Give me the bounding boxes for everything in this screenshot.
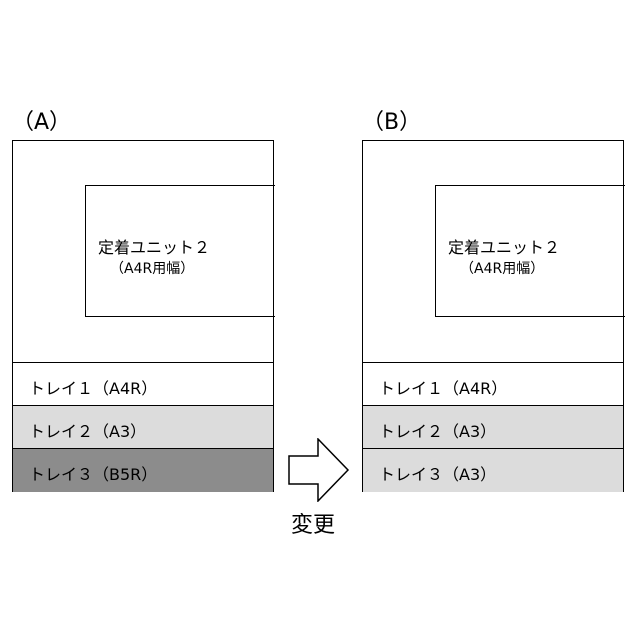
tray-b-3: トレイ３（A3） [363, 449, 623, 492]
tray-b-3-label: トレイ３（A3） [379, 461, 496, 485]
fuser-b-title: 定着ユニット２ [448, 234, 560, 258]
tray-b-1: トレイ１（A4R） [363, 363, 623, 406]
change-label: 変更 [291, 507, 335, 539]
printer-b-body: 定着ユニット２ （A4R用幅） [363, 141, 623, 363]
tray-a-2: トレイ２（A3） [13, 406, 273, 449]
fuser-a-width-note: （A4R用幅） [110, 258, 194, 278]
tray-b-2: トレイ２（A3） [363, 406, 623, 449]
tray-b-2-label: トレイ２（A3） [379, 418, 496, 442]
printer-a: 定着ユニット２ （A4R用幅） トレイ１（A4R） トレイ２（A3） トレイ３（… [12, 140, 274, 492]
tray-a-1: トレイ１（A4R） [13, 363, 273, 406]
panel-a-label: （A） [12, 104, 71, 136]
printer-b: 定着ユニット２ （A4R用幅） トレイ１（A4R） トレイ２（A3） トレイ３（… [362, 140, 624, 492]
tray-a-2-label: トレイ２（A3） [29, 418, 146, 442]
tray-a-1-label: トレイ１（A4R） [29, 375, 157, 399]
right-arrow-icon [288, 438, 350, 502]
tray-a-3: トレイ３（B5R） [13, 449, 273, 492]
fuser-unit-a: 定着ユニット２ （A4R用幅） [85, 185, 275, 317]
fuser-b-width-note: （A4R用幅） [460, 258, 544, 278]
tray-a-3-label: トレイ３（B5R） [29, 461, 157, 485]
tray-b-1-label: トレイ１（A4R） [379, 375, 507, 399]
fuser-a-title: 定着ユニット２ [98, 234, 210, 258]
fuser-unit-b: 定着ユニット２ （A4R用幅） [435, 185, 625, 317]
panel-b-label: （B） [362, 104, 421, 136]
printer-a-body: 定着ユニット２ （A4R用幅） [13, 141, 273, 363]
